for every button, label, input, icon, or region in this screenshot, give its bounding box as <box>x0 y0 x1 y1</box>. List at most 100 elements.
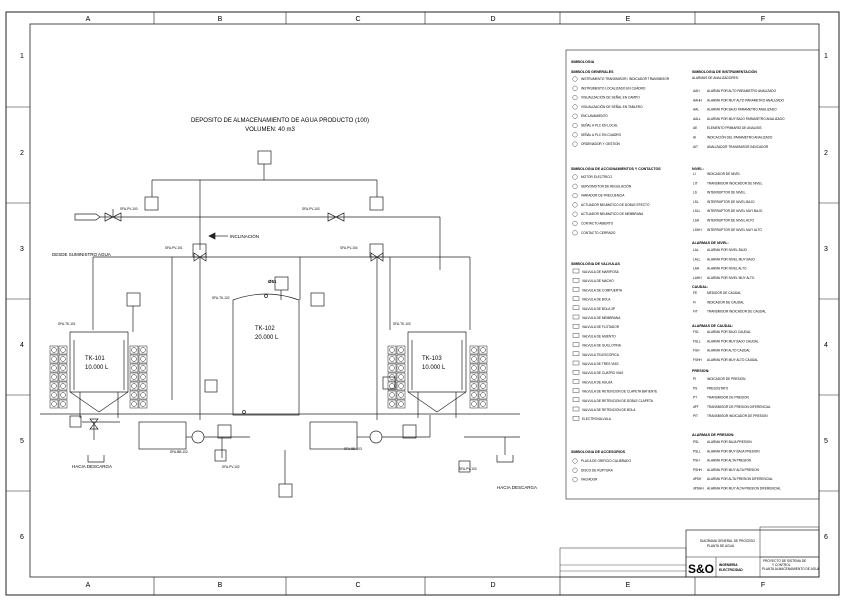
instrument-cell <box>49 345 59 355</box>
legend-pressure-alarm-code: dPSH <box>693 477 702 481</box>
legend-valve-item: VALVULA DE MARIPOSA <box>582 270 620 274</box>
legend-symbol <box>572 122 578 128</box>
legend-general-title: SIMBOLOS GENERALES <box>571 70 614 74</box>
legend-symbol <box>572 230 578 236</box>
drain-label-2: HACIA DESCARGA <box>497 485 537 490</box>
instrument-cell <box>478 363 488 373</box>
title-block: S&O INGENIERIA ELECTRICIDAD DIAGRAMA GEN… <box>559 526 820 578</box>
legend-general-item: VISUALIZACIÓN DE SEÑAL EN TABLERO <box>581 104 643 109</box>
legend-flow-alarm-code: FSL <box>693 330 699 334</box>
legend-pressure-alarm-desc: ALARMA POR ALTA PRESION DIFERENCIAL <box>707 477 773 481</box>
instrument-box-tr <box>369 196 384 211</box>
project-line1: PROYECTO DE SISTEMA DE <box>763 559 806 563</box>
legend-flow-title: CAUDAL: <box>692 285 708 289</box>
legend-valve-item: VALVULA DE MACHO <box>582 279 614 283</box>
instrument-cell <box>387 345 397 355</box>
legend-instr-desc: ANALIZADOR TRANSMISOR INDICADOR <box>707 145 769 149</box>
legend-pressure-desc: PRESOSTATO <box>707 386 729 390</box>
piping <box>40 150 520 498</box>
grid-col-top: C <box>355 16 360 23</box>
legend-flow-code: FI <box>693 300 696 304</box>
instrument-box-l <box>192 243 207 258</box>
instrument-box-r <box>369 243 384 258</box>
instrument-cell <box>478 354 488 364</box>
legend-valve-symbol <box>572 324 580 329</box>
instrument-cell <box>387 372 397 382</box>
legend-pressure-desc: TRANSMISOR DE PRESION DIFERENCIAL <box>707 405 771 409</box>
legend-general-item: SEÑAL A PLC EN CUADRO <box>581 132 622 137</box>
grid-col-top: A <box>86 16 91 23</box>
legend-valve-item: VALVULA DE GUILLOTINA <box>582 344 622 348</box>
legend-valve-item: VALVULA DE AGUJA <box>582 380 613 384</box>
grid-row-right: 2 <box>824 150 828 157</box>
legend-pressure-alarm-code: dPSHH <box>693 487 704 491</box>
legend-general-item: ORDENADOR Y GESTION <box>581 142 621 146</box>
legend-flow-alarm-desc: ALARMA POR ALTO CAUDAL <box>707 349 751 353</box>
grid-col-bottom: F <box>761 582 765 589</box>
instrument-cell <box>469 363 479 373</box>
tank-id-101: TK-101 <box>85 356 105 362</box>
legend-valve-symbol <box>572 278 580 283</box>
legend-general-item: INSTRUMENTO LOCALIZADO EN CUADRO <box>581 86 646 90</box>
legend-pressure-alarm-desc: ALARMA POR MUY ALTA PRESION <box>707 468 760 472</box>
company-sub1: INGENIERIA <box>719 563 738 567</box>
legend-pressure-alarm-code: PSLL <box>693 449 701 453</box>
instrument-cell <box>129 354 139 364</box>
drawing-sub: PLANTA DE AGUA <box>707 544 735 548</box>
legend-symbol <box>572 174 578 180</box>
legend-symbol <box>572 202 578 208</box>
instrument-box-top <box>257 150 272 165</box>
legend-pressure-code: dPT <box>693 405 699 409</box>
instrument-cell <box>58 345 68 355</box>
instrument-cell <box>49 399 59 409</box>
instrument-cell <box>396 363 406 373</box>
instrument-cell <box>49 390 59 400</box>
legend-actuator-item: ACTUADOR NEUMATICO DE MEMBRANA <box>581 212 644 216</box>
instrument-cell <box>138 345 148 355</box>
legend-pressure-alarm-desc: ALARMA POR ALTA PRESION <box>707 459 752 463</box>
legend-valve-item: VALVULA DE BOLA <box>582 298 611 302</box>
legend-valve-symbol <box>572 406 580 412</box>
legend-symbol <box>572 477 578 483</box>
instrument-cell <box>49 354 59 364</box>
legend-instr-code: AE <box>693 126 697 130</box>
legend-flow-alarm-desc: ALARMA POR BAJO CAUDAL <box>707 330 751 334</box>
instrument-cell <box>387 390 397 400</box>
tank-tag-103: SFA-TK-103 <box>393 322 411 326</box>
legend-actuators-title: SIMBOLOGIA DE ACCIONAMIENTOS Y CONTACTOS <box>571 167 661 171</box>
tank-vol-103: 10.000 L <box>422 365 446 371</box>
legend-level-code: LS <box>693 191 697 195</box>
legend-box <box>565 49 820 500</box>
legend-pressure-alarm-code: PSL <box>693 440 699 444</box>
legend-level-alarm-desc: ALARMA POR NIVEL MUY ALTO <box>707 276 755 280</box>
legend-flow-desc: TRANSMISOR INDICADOR DE CAUDAL <box>707 310 766 314</box>
legend-instr-code: AI <box>693 136 696 140</box>
legend-instr-desc: ALARMA POR BAJO PARAMETRO ANALIZADO <box>707 108 777 112</box>
legend-general-item: ENCLAVAMIENTO <box>581 114 608 118</box>
grid-row-left: 5 <box>20 438 24 445</box>
grid-col-bottom: B <box>218 582 223 589</box>
legend-valve-item: ELECTROVALVULA <box>582 417 612 421</box>
legend-level-code: LI <box>693 172 696 176</box>
legend-symbol <box>572 220 578 226</box>
company-logo: S&O <box>688 562 714 576</box>
legend-valve-symbol <box>572 379 580 384</box>
instrument-cell <box>396 390 406 400</box>
legend-instr-code: AAH <box>693 89 700 93</box>
instrument-cell <box>49 363 59 373</box>
instrument-cell <box>469 345 479 355</box>
legend-level-alarm-desc: ALARMA POR NIVEL ALTO <box>707 267 747 271</box>
legend-instr-code: AAL <box>693 108 699 112</box>
legend-flow-desc: INDICADOR DE CAUDAL <box>707 300 744 304</box>
legend-pressure-title: PRESION: <box>692 369 709 373</box>
legend-instr-code: AAHH <box>693 98 703 102</box>
legend-pressure-code: PS <box>693 386 697 390</box>
tank-id-102: TK-102 <box>255 326 275 332</box>
instrument-cell <box>478 372 488 382</box>
instrument-cell <box>396 345 406 355</box>
legend-general-item: INSTRUMENTO TRANSMISOR / INDICADOR TRANS… <box>581 77 670 81</box>
legend-level-desc: INDICADOR DE NIVEL <box>707 172 741 176</box>
instrument-cell <box>478 390 488 400</box>
legend-valve-symbol <box>572 370 580 375</box>
